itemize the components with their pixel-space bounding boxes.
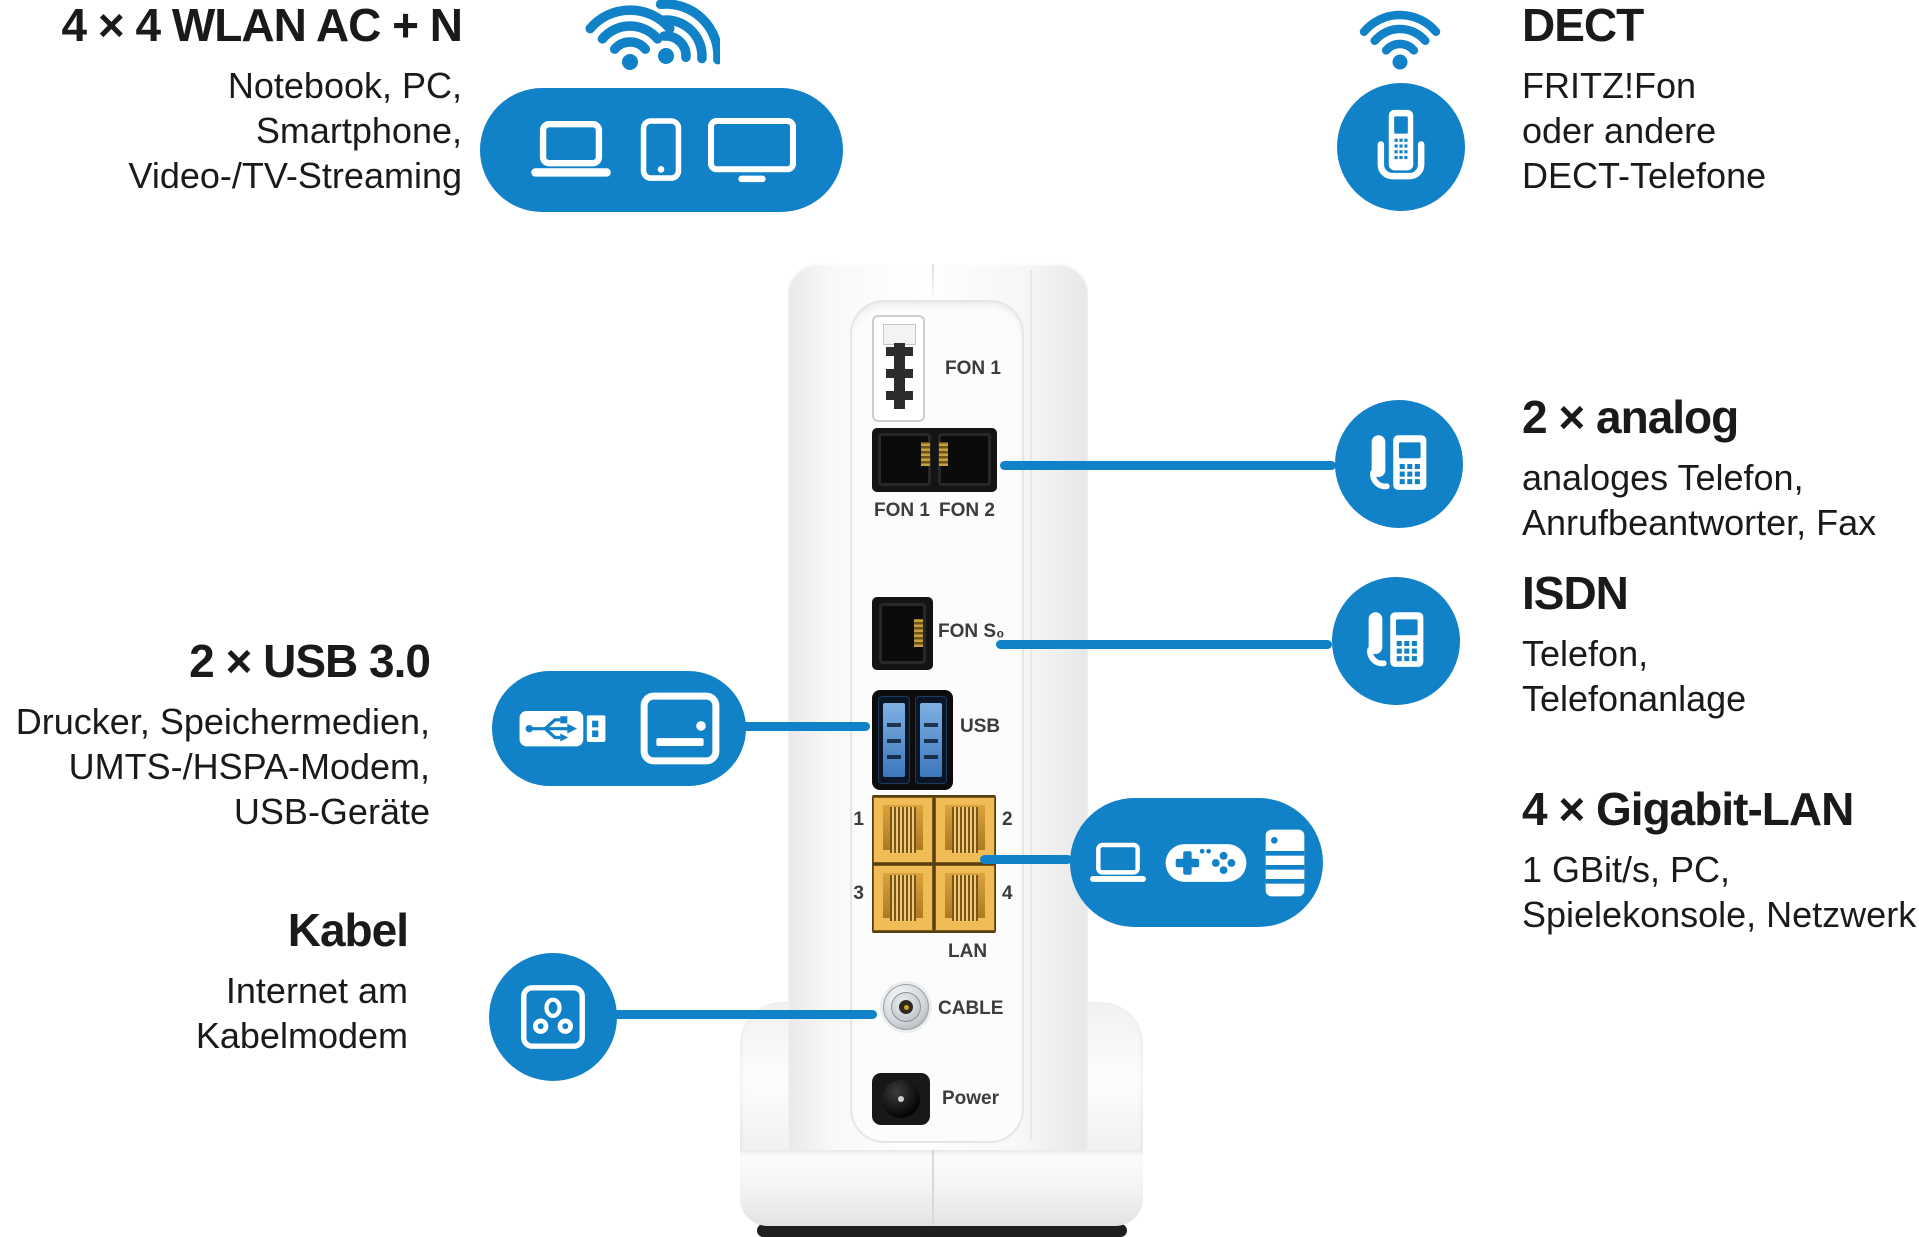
analog-connector-line bbox=[1000, 461, 1336, 470]
usb-connector-line bbox=[734, 722, 870, 731]
usb-port-2 bbox=[915, 696, 947, 784]
wlan-line: Smartphone, bbox=[255, 110, 462, 151]
usb-port-1 bbox=[878, 696, 910, 784]
router-stand-front bbox=[740, 1150, 1143, 1226]
lan-connector-line bbox=[980, 855, 1072, 864]
analog-line: Anrufbeantworter, Fax bbox=[1522, 502, 1877, 543]
tae-fon1-label: FON 1 bbox=[945, 358, 1001, 379]
kabel-line: Internet am bbox=[225, 970, 408, 1011]
analog-line: analoges Telefon, bbox=[1522, 457, 1804, 498]
router-seam bbox=[932, 264, 934, 302]
tv-icon bbox=[707, 118, 796, 183]
wifi-double-icon bbox=[585, 0, 720, 70]
kabel-line: Kabelmodem bbox=[195, 1015, 408, 1056]
usb-devices-pill bbox=[492, 671, 746, 786]
server-icon bbox=[1265, 829, 1304, 896]
isdn-line: Telefonanlage bbox=[1522, 678, 1747, 719]
desk-phone-icon bbox=[1367, 612, 1424, 667]
analog-phone-badge bbox=[1335, 400, 1463, 528]
laptop-icon bbox=[1089, 842, 1146, 882]
lan-port-3 bbox=[873, 865, 933, 931]
smartphone-icon bbox=[640, 118, 681, 182]
power-port bbox=[872, 1073, 930, 1125]
isdn-section: ISDN Telefon, Telefonanlage bbox=[1522, 568, 1919, 721]
dect-phone-icon bbox=[1377, 109, 1425, 180]
wlan-line: Notebook, PC, bbox=[227, 65, 462, 106]
wlan-devices-pill bbox=[480, 88, 843, 212]
power-label: Power bbox=[942, 1088, 1000, 1109]
dect-line: FRITZ!Fon bbox=[1522, 65, 1697, 106]
cable-socket-icon bbox=[521, 985, 585, 1049]
kabel-section: Kabel Internet am Kabelmodem bbox=[0, 904, 409, 1058]
dect-phone-badge bbox=[1337, 83, 1465, 211]
cable-coax-port bbox=[883, 984, 929, 1030]
kabel-title: Kabel bbox=[287, 904, 409, 956]
fon-s0-label: FON S₀ bbox=[938, 621, 1005, 642]
isdn-connector-line bbox=[996, 640, 1332, 649]
lan4-label: 4 bbox=[1002, 883, 1013, 904]
gigabit-lan-line: Spielekonsole, Netzwerk bbox=[1522, 894, 1917, 935]
lan-devices-pill bbox=[1070, 798, 1323, 927]
usb-ports bbox=[872, 690, 953, 790]
printer-icon bbox=[640, 692, 720, 765]
fon1-label: FON 1 bbox=[874, 500, 930, 521]
analog-title: 2 × analog bbox=[1522, 391, 1739, 443]
lan-ports bbox=[872, 795, 996, 933]
lan-port-1 bbox=[873, 797, 933, 863]
usb-label: USB bbox=[960, 716, 1001, 737]
gamepad-icon bbox=[1165, 843, 1246, 882]
cable-label: CABLE bbox=[938, 998, 1004, 1019]
usb-stick-icon bbox=[519, 710, 606, 747]
dect-line: oder andere bbox=[1522, 110, 1717, 151]
gigabit-lan-title: 4 × Gigabit-LAN bbox=[1522, 783, 1854, 835]
wlan-title: 4 × 4 WLAN AC + N bbox=[61, 0, 463, 51]
gigabit-lan-line: 1 GBit/s, PC, bbox=[1522, 849, 1731, 890]
kabel-socket-badge bbox=[489, 953, 617, 1081]
usb-line: UMTS-/HSPA-Modem, bbox=[68, 746, 430, 787]
usb-line: USB-Geräte bbox=[233, 791, 430, 832]
router-feet bbox=[757, 1224, 1127, 1237]
router-edge-highlight bbox=[1030, 270, 1032, 1140]
wifi-icon bbox=[1359, 10, 1441, 70]
lan2-label: 2 bbox=[1002, 809, 1013, 830]
fon-s0-port bbox=[872, 597, 933, 670]
isdn-line: Telefon, bbox=[1522, 633, 1649, 674]
lan-port-2 bbox=[935, 797, 995, 863]
gigabit-lan-section: 4 × Gigabit-LAN 1 GBit/s, PC, Spielekons… bbox=[1522, 784, 1919, 937]
tae-fon1-port bbox=[872, 315, 925, 422]
isdn-phone-badge bbox=[1332, 577, 1460, 705]
lan3-label: 3 bbox=[853, 883, 864, 904]
dect-title: DECT bbox=[1522, 0, 1644, 51]
kabel-connector-line bbox=[609, 1010, 877, 1019]
wlan-line: Video-/TV-Streaming bbox=[128, 155, 463, 196]
analog-section: 2 × analog analoges Telefon, Anrufbeantw… bbox=[1522, 392, 1919, 545]
usb-section: 2 × USB 3.0 Drucker, Speichermedien, UMT… bbox=[0, 635, 431, 834]
lan1-label: 1 bbox=[853, 809, 864, 830]
dect-section: DECT FRITZ!Fon oder andere DECT-Telefone bbox=[1522, 0, 1917, 198]
desk-phone-icon bbox=[1370, 435, 1427, 490]
lan-port-4 bbox=[935, 865, 995, 931]
wlan-section: 4 × 4 WLAN AC + N Notebook, PC, Smartpho… bbox=[0, 0, 463, 198]
laptop-icon bbox=[530, 121, 611, 178]
usb-line: Drucker, Speichermedien, bbox=[15, 701, 430, 742]
fon2-label: FON 2 bbox=[939, 500, 995, 521]
usb-title: 2 × USB 3.0 bbox=[189, 635, 431, 687]
dect-line: DECT-Telefone bbox=[1522, 155, 1767, 196]
fon1-fon2-ports bbox=[872, 428, 997, 492]
lan-label: LAN bbox=[948, 941, 988, 962]
isdn-title: ISDN bbox=[1522, 567, 1629, 619]
tae-tab bbox=[883, 324, 916, 345]
